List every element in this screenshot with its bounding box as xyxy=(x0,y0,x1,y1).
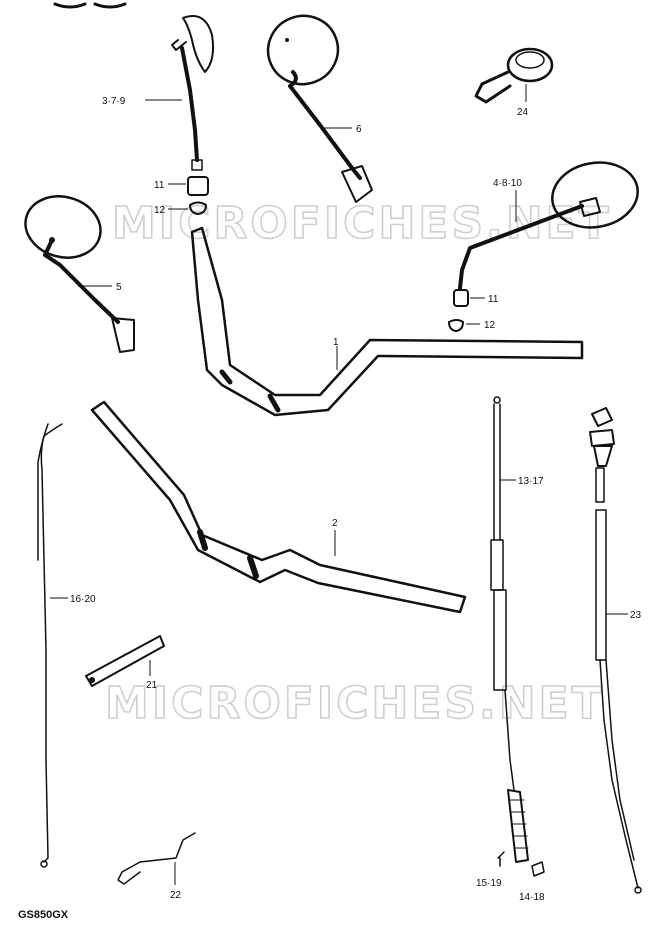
label-24: 24 xyxy=(517,107,529,118)
cropped-mark xyxy=(53,2,127,9)
cable-23-icon xyxy=(589,407,642,894)
label-1: 1 xyxy=(333,337,339,348)
label-4-8-10: 4·8·10 xyxy=(493,178,522,189)
pin-15-19-icon xyxy=(497,851,505,867)
label-6: 6 xyxy=(356,124,362,135)
handlebar-1-icon xyxy=(190,226,584,417)
label-16-20: 16·20 xyxy=(70,594,96,605)
label-23: 23 xyxy=(630,610,642,621)
handlebar-2-icon xyxy=(90,400,467,614)
label-12-top: 12 xyxy=(154,205,166,216)
clamp-21-icon xyxy=(85,635,165,687)
cable-13-17-icon xyxy=(490,396,529,863)
label-3-7-9: 3·7·9 xyxy=(102,96,126,107)
spring-22-icon xyxy=(117,832,196,885)
label-21: 21 xyxy=(146,680,158,691)
clamp-11-top-icon xyxy=(187,176,209,215)
watermark-top: MICROFICHES.NET xyxy=(112,198,612,249)
label-2: 2 xyxy=(332,518,338,529)
label-13-17: 13·17 xyxy=(518,476,544,487)
watermark-bottom: MICROFICHES.NET xyxy=(105,678,605,729)
mirror-3-7-9-icon xyxy=(171,15,215,171)
label-12-right: 12 xyxy=(484,320,496,331)
cable-16-20-icon xyxy=(37,423,63,868)
mirror-4-8-10-icon xyxy=(448,161,639,332)
label-5: 5 xyxy=(116,282,122,293)
model-code: GS850GX xyxy=(18,909,69,921)
label-11-top: 11 xyxy=(154,180,165,191)
label-14-18: 14·18 xyxy=(519,892,545,903)
label-22: 22 xyxy=(170,890,182,901)
switch-24-icon xyxy=(474,47,554,104)
label-11-right: 11 xyxy=(488,294,499,305)
mirror-6-icon xyxy=(266,14,373,203)
mirror-5-icon xyxy=(24,195,135,353)
pin-14-18-icon xyxy=(531,861,545,877)
label-15-19: 15·19 xyxy=(476,878,502,889)
